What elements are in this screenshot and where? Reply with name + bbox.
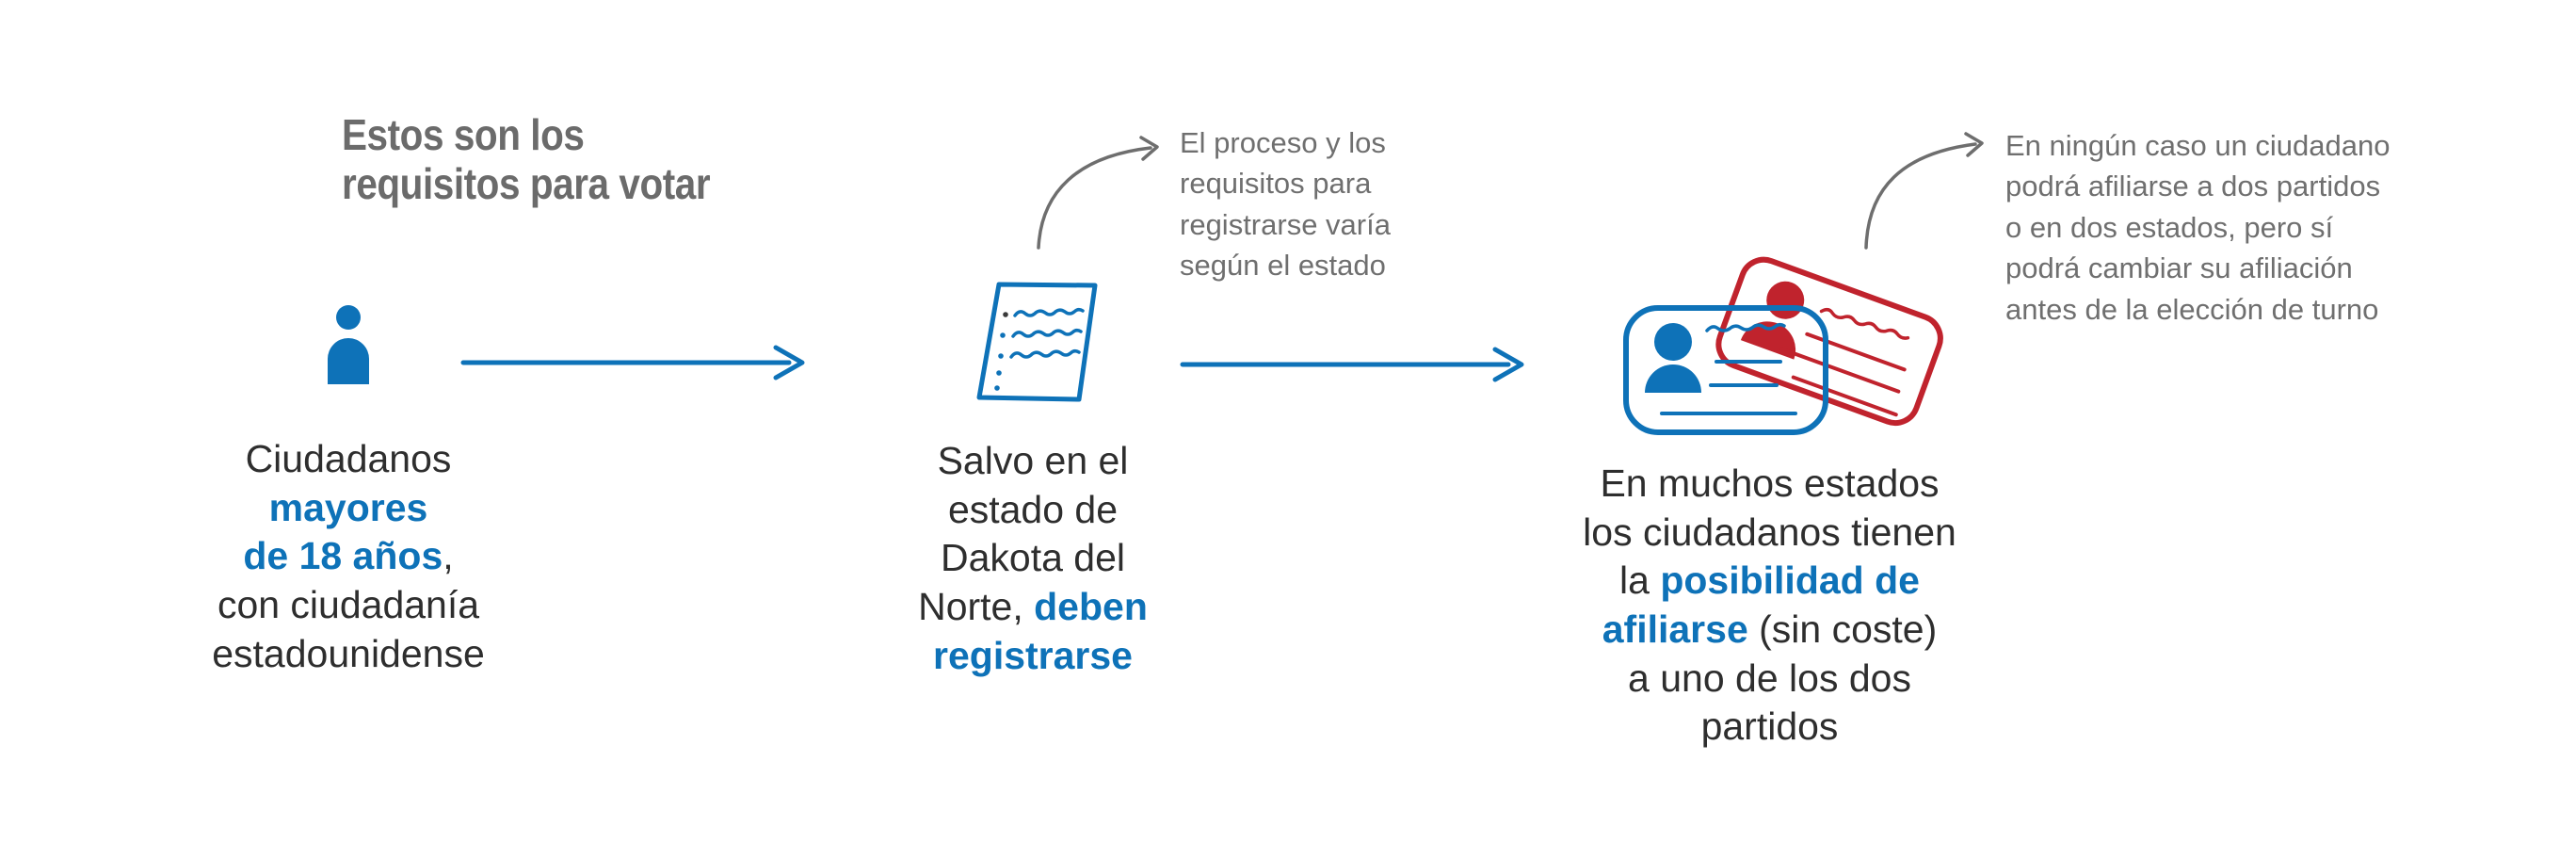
flow-arrow-right-icon-1 — [460, 345, 805, 381]
id-cards-icon — [1623, 256, 1943, 435]
affiliation-note-text: En ningún caso un ciudadano podrá afilia… — [2005, 129, 2391, 326]
curved-arrow-icon — [1037, 136, 1159, 250]
step-affiliate-text: En muchos estados los ciudadanos tienen … — [1583, 461, 1956, 749]
person-icon — [328, 305, 369, 384]
blue-id-card-icon — [1623, 305, 1828, 435]
document-icon — [976, 282, 1098, 402]
step-citizens-text: Ciudadanos mayores de 18 años, con ciuda… — [212, 437, 485, 675]
step-register-text: Salvo en el estado de Dakota del Norte, … — [918, 439, 1148, 677]
curved-arrow-icon — [1864, 132, 1984, 250]
register-note-text: El proceso y los requisitos para registr… — [1180, 126, 1391, 283]
red-id-card-icon — [1715, 256, 1943, 427]
page-title: Estos son los requisitos para votar — [342, 110, 711, 208]
flow-arrow-right-icon-2 — [1180, 347, 1524, 382]
